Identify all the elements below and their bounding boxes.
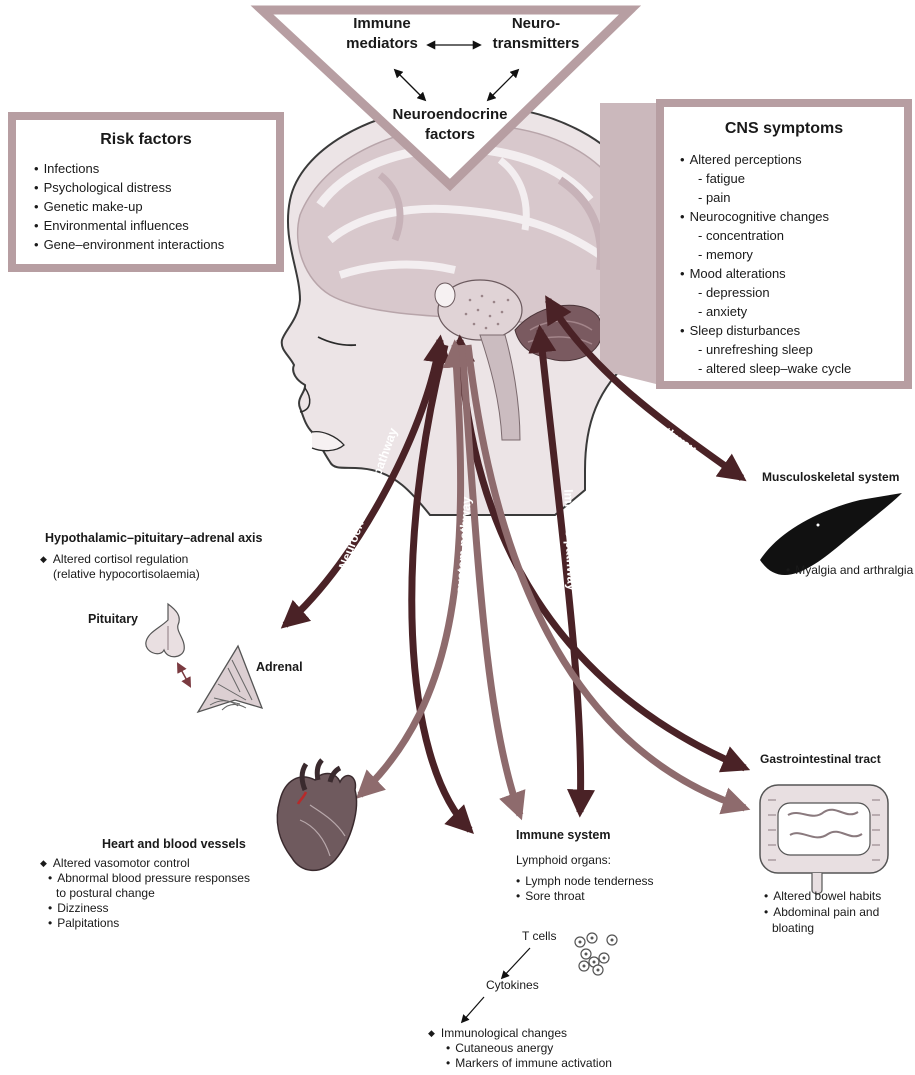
- cns-sub-item: - memory: [680, 245, 851, 264]
- immunological-change-item: Markers of immune activation: [446, 1056, 612, 1071]
- cns-sub-item: - fatigue: [680, 169, 851, 188]
- cns-group-label: Neurocognitive changes: [680, 207, 851, 226]
- heart-item: Palpitations: [48, 916, 119, 931]
- cns-sub-item: - concentration: [680, 226, 851, 245]
- immune-item: Sore throat: [516, 889, 585, 904]
- cns-group-label: Altered perceptions: [680, 150, 851, 169]
- risk-factors-list: Infections Psychological distress Geneti…: [34, 159, 224, 254]
- gi-item: Abdominal pain and: [764, 905, 879, 920]
- cns-group-label: Sleep disturbances: [680, 321, 851, 340]
- heart-icon: [277, 760, 356, 870]
- t-cells-label: T cells: [522, 929, 556, 944]
- pituitary-label: Pituitary: [88, 612, 138, 627]
- cytokines-label: Cytokines: [486, 978, 539, 993]
- immunological-changes-label: Immunological changes: [428, 1026, 567, 1041]
- cns-sub-item: - depression: [680, 283, 851, 302]
- risk-factor-item: Environmental influences: [34, 216, 224, 235]
- neurotransmitters-label: Neuro-transmitters: [486, 14, 586, 54]
- heart-item-cont: to postural change: [56, 886, 155, 901]
- lymphoid-organs-label: Lymphoid organs:: [516, 853, 611, 868]
- gi-item: Altered bowel habits: [764, 889, 881, 904]
- cns-sub-item: - anxiety: [680, 302, 851, 321]
- immune-item: Lymph node tenderness: [516, 874, 654, 889]
- cns-sub-item: - pain: [680, 188, 851, 207]
- risk-factor-item: Infections: [34, 159, 224, 178]
- pituitary-icon: [146, 604, 184, 657]
- cns-sub-item: - altered sleep–wake cycle: [680, 359, 851, 378]
- gi-title: Gastrointestinal tract: [760, 752, 881, 767]
- adrenal-label: Adrenal: [256, 660, 303, 675]
- intestine-icon: [760, 785, 888, 894]
- immunological-change-item: Cutaneous anergy: [446, 1041, 553, 1056]
- risk-factor-item: Gene–environment interactions: [34, 235, 224, 254]
- hpa-axis-title: Hypothalamic–pituitary–adrenal axis: [45, 531, 262, 546]
- cns-symptoms-list: Altered perceptions - fatigue - pain Neu…: [680, 150, 851, 378]
- cns-connector: [600, 103, 660, 385]
- hpa-axis-item-cont: (relative hypocortisolaemia): [53, 567, 200, 582]
- heart-main-item: Altered vasomotor control: [40, 856, 190, 871]
- heart-item: Dizziness: [48, 901, 109, 916]
- heart-item: Abnormal blood pressure responses: [48, 871, 250, 886]
- risk-factor-item: Psychological distress: [34, 178, 224, 197]
- musculoskeletal-title: Musculoskeletal system: [762, 470, 899, 485]
- immune-system-title: Immune system: [516, 828, 610, 843]
- musculoskeletal-item: Myalgia and arthralgia: [786, 563, 913, 578]
- hpa-axis-item: Altered cortisol regulation: [40, 552, 188, 567]
- cns-symptoms-title: CNS symptoms: [664, 119, 904, 139]
- gi-item-cont: bloating: [772, 921, 814, 936]
- heart-title: Heart and blood vessels: [102, 837, 246, 852]
- risk-factor-item: Genetic make-up: [34, 197, 224, 216]
- cns-sub-item: - unrefreshing sleep: [680, 340, 851, 359]
- sensory-pathway-label: Sensory pathway: [606, 387, 699, 456]
- cns-group-label: Mood alterations: [680, 264, 851, 283]
- risk-factors-title: Risk factors: [16, 130, 276, 150]
